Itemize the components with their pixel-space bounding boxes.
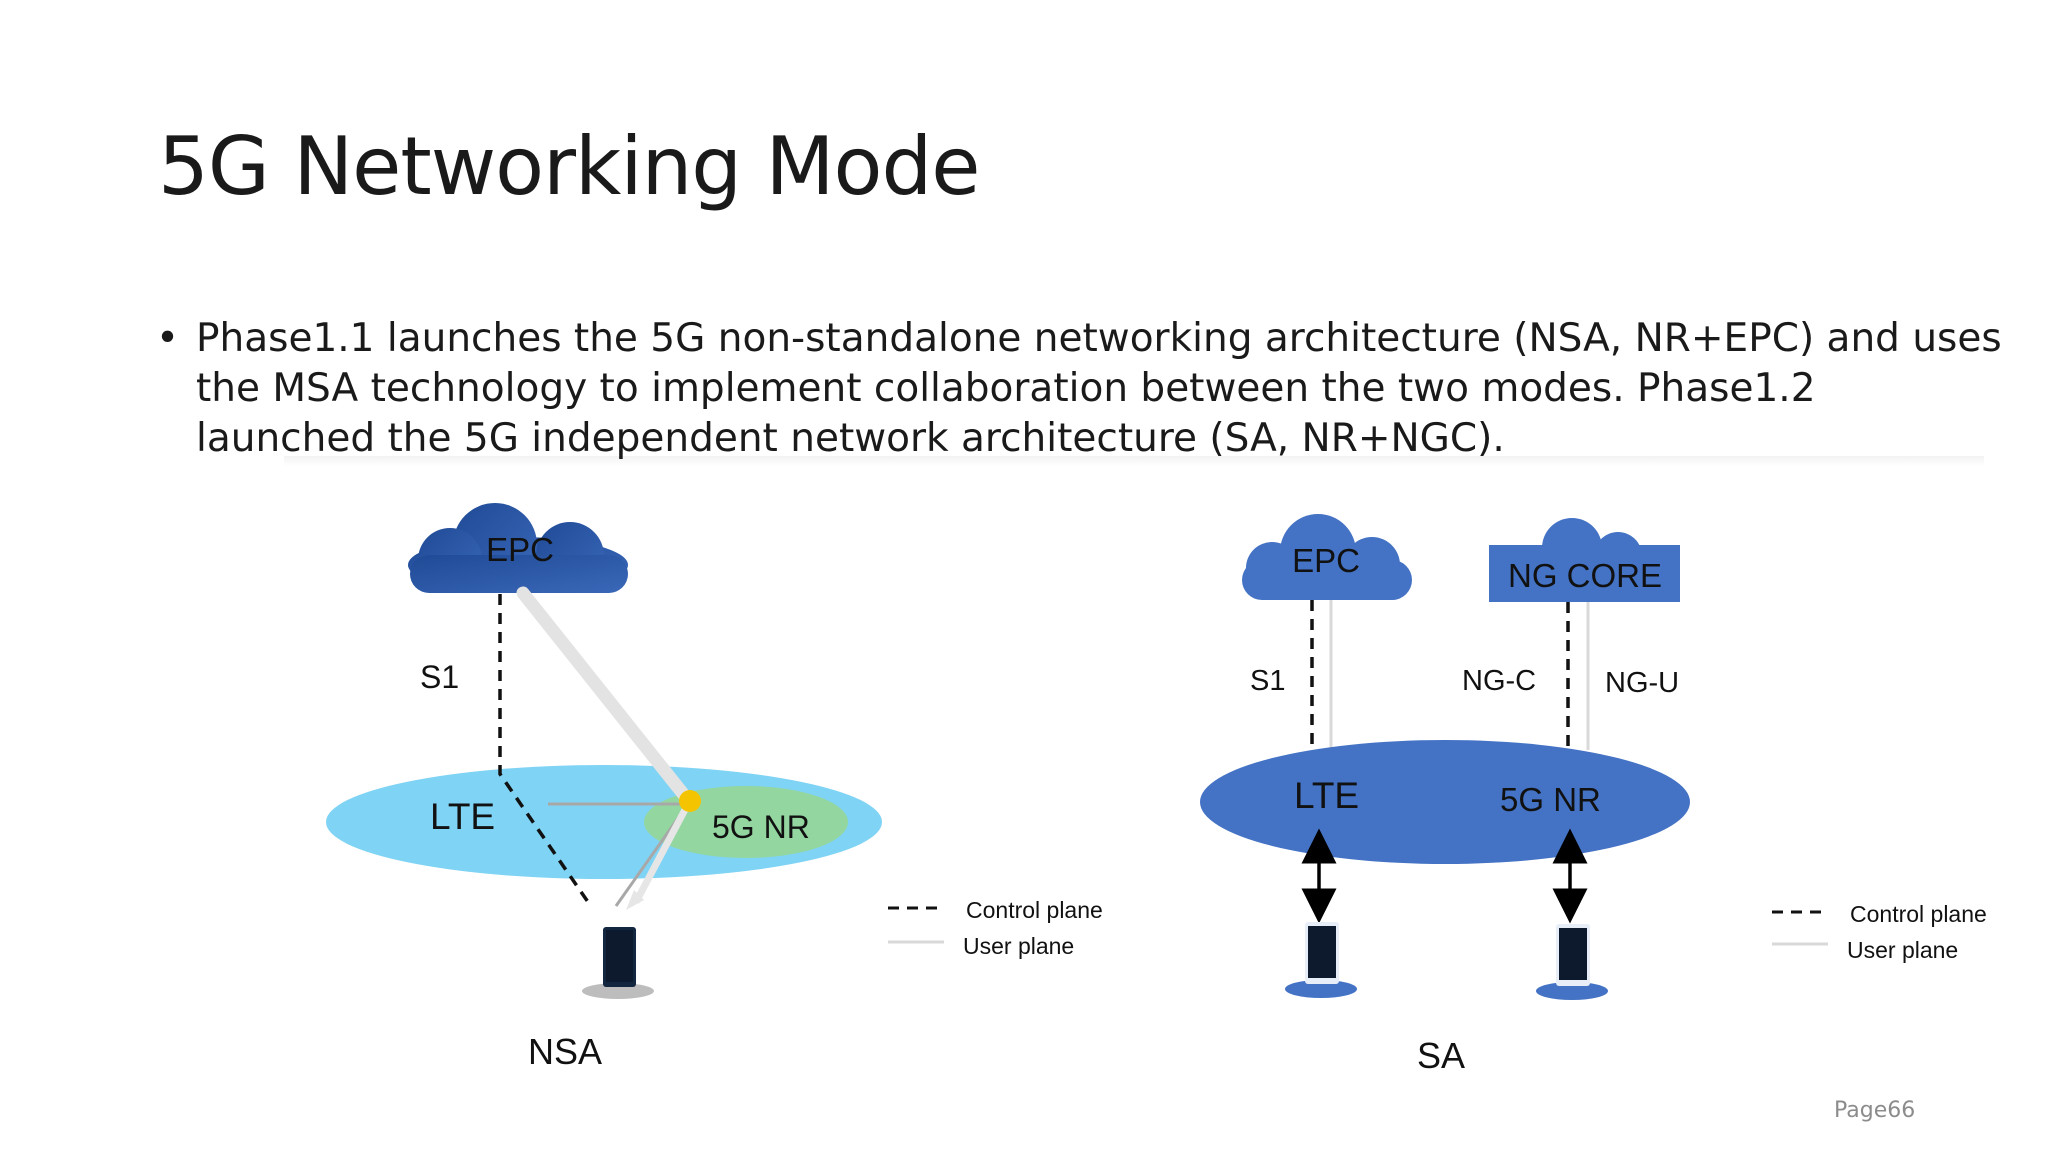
sa-legend-user-label: User plane [1847, 937, 1958, 963]
sa-diagram: EPC NG CORE S1 NG-C NG-U LTE 5G NR [1200, 514, 1987, 1076]
nsa-legend-control-label: Control plane [966, 897, 1103, 923]
divider [284, 456, 1984, 466]
sa-caption: SA [1417, 1035, 1465, 1076]
bullet-dot: • [156, 316, 180, 361]
sa-nr-label: 5G NR [1500, 781, 1601, 818]
slide-title: 5G Networking Mode [158, 120, 980, 213]
sa-ngcore-block [1489, 518, 1680, 602]
sa-s1-label: S1 [1250, 665, 1285, 697]
sa-legend: Control plane User plane [1772, 901, 1987, 963]
nsa-user-plane-nr-to-ue [632, 802, 692, 904]
bullet-line-3: launched the 5G independent network arch… [196, 416, 1505, 461]
nsa-ue-phone-icon [582, 927, 654, 999]
sa-lte-ue-phone-icon [1285, 922, 1357, 998]
nsa-s1-label: S1 [420, 659, 459, 695]
nsa-caption: NSA [528, 1031, 602, 1072]
nsa-epc-cloud [408, 503, 628, 593]
nsa-anchor-point [679, 790, 701, 812]
nsa-legend: Control plane User plane [888, 897, 1103, 959]
nsa-diagram: EPC S1 LTE 5G NR NSA Control plane User [326, 503, 1103, 1072]
sa-ngu-label: NG-U [1605, 667, 1679, 699]
nsa-control-plane-path [498, 594, 590, 903]
sa-epc-cloud [1242, 514, 1412, 600]
sa-epc-label: EPC [1292, 542, 1360, 579]
nsa-user-plane-arrowhead [626, 890, 644, 910]
nsa-nr-label: 5G NR [712, 809, 810, 845]
nsa-epc-label: EPC [486, 531, 554, 568]
sa-ngc-label: NG-C [1462, 665, 1536, 697]
bullet-line-2: the MSA technology to implement collabor… [196, 366, 1816, 411]
page-number: Page66 [1834, 1098, 1916, 1123]
sa-ran-coverage [1200, 740, 1690, 864]
bullet-line-1: Phase1.1 launches the 5G non-standalone … [196, 316, 2002, 361]
bullet-text: Phase1.1 launches the 5G non-standalone … [196, 314, 2002, 464]
sa-legend-control-label: Control plane [1850, 901, 1987, 927]
nsa-user-plane-epc-to-nr [516, 586, 695, 807]
sa-ngcore-label: NG CORE [1508, 557, 1662, 594]
sa-nr-ue-phone-icon [1536, 924, 1608, 1000]
sa-lte-label: LTE [1294, 775, 1359, 816]
nsa-legend-user-label: User plane [963, 933, 1074, 959]
nsa-lte-label: LTE [430, 796, 495, 837]
